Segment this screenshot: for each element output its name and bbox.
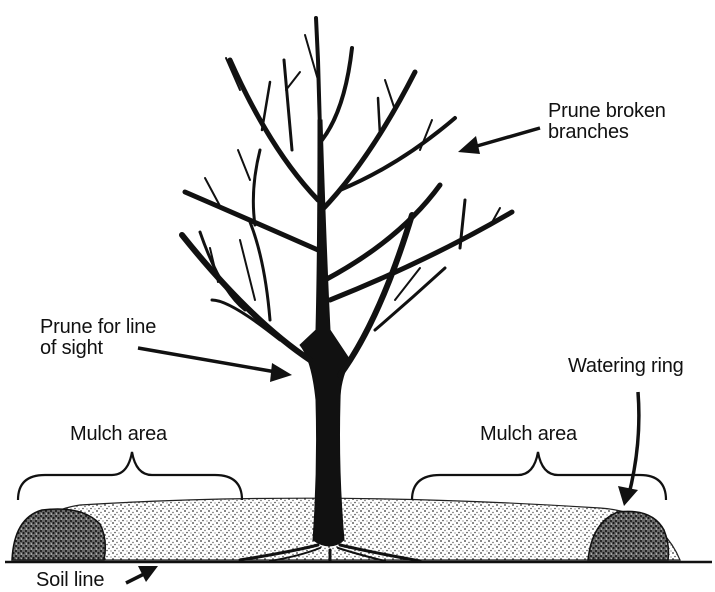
- label-mulch-area-right: Mulch area: [480, 424, 577, 445]
- label-prune-line-of-sight: Prune for line of sight: [40, 317, 156, 359]
- tree-branches: [182, 18, 512, 375]
- mulch-bracket-left: [18, 452, 242, 500]
- arrow-prune-sight: [138, 348, 292, 382]
- label-soil-line: Soil line: [36, 570, 104, 591]
- arrow-soil-line: [126, 566, 158, 583]
- label-prune-broken-branches: Prune broken branches: [548, 101, 666, 143]
- watering-ring-left: [12, 509, 105, 560]
- label-watering-ring: Watering ring: [568, 356, 684, 377]
- arrow-watering-ring: [618, 392, 639, 506]
- arrow-prune-broken: [458, 128, 540, 154]
- label-mulch-area-left: Mulch area: [70, 424, 167, 445]
